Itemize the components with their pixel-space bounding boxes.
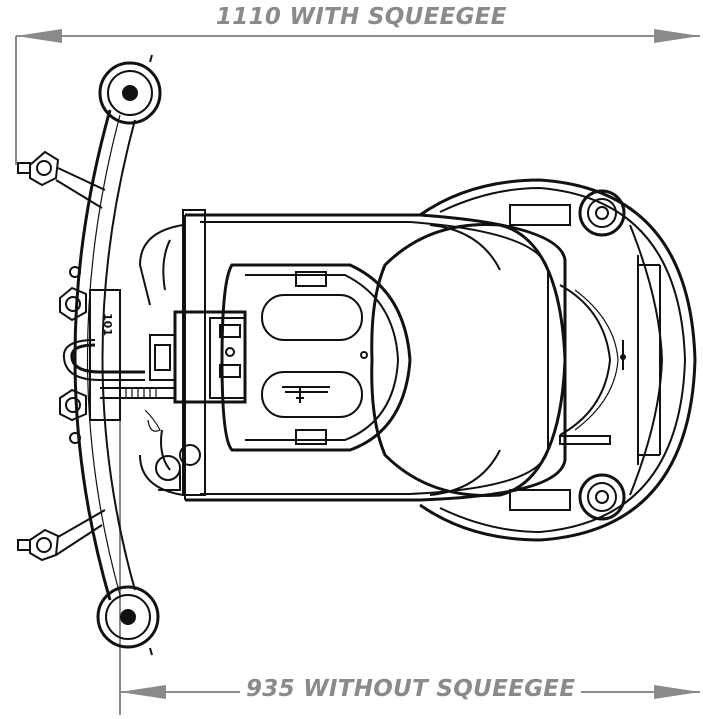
squeegee-assembly <box>17 54 162 656</box>
body-width-label: 935 WITHOUT SQUEEGEE <box>240 676 582 702</box>
brush-deck <box>419 178 697 542</box>
overall-width-dimension-arrow <box>15 29 700 165</box>
machine-body <box>138 209 567 502</box>
drive-wheel-bottom <box>509 473 626 521</box>
adjustment-knob-top <box>17 150 106 209</box>
adjustment-knob-bottom <box>17 509 106 562</box>
squeegee-wheel-top <box>98 54 162 125</box>
overall-width-label: 1110 WITH SQUEEGEE <box>210 4 513 30</box>
center-knob-upper <box>59 286 87 322</box>
body-width-dimension-arrow <box>119 380 700 715</box>
machine-model-label: 101 <box>100 313 114 336</box>
recovery-hose <box>62 339 175 432</box>
drive-wheel-top <box>509 189 626 237</box>
center-knob-lower <box>59 388 87 422</box>
squeegee-wheel-bottom <box>96 585 160 656</box>
